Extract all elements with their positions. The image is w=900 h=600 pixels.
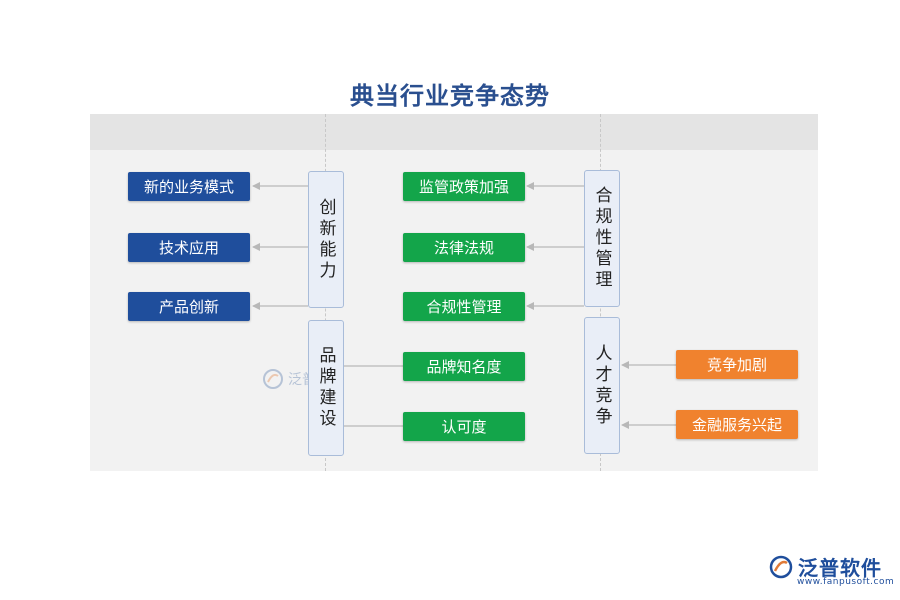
brand-name: 泛普软件: [798, 556, 882, 580]
innovation-item-business-model: 新的业务模式: [128, 172, 250, 201]
innovation-item-tech-application: 技术应用: [128, 233, 250, 262]
page-title: 典当行业竞争态势: [350, 82, 550, 110]
brand-logo-icon: [769, 555, 793, 578]
talent-item-fin-services: 金融服务兴起: [676, 410, 798, 439]
watermark-logo-icon: [263, 369, 283, 389]
talent-item-competition: 竞争加剧: [676, 350, 798, 379]
brand-item-recognition: 认可度: [403, 412, 525, 441]
compliance-item-management: 合规性管理: [403, 292, 525, 321]
brand-url: www.fanpusoft.com: [797, 577, 895, 587]
category-talent: 人才竞争: [584, 317, 620, 454]
category-innovation: 创新能力: [308, 171, 344, 308]
brand-logo: 泛普软件: [768, 552, 893, 581]
compliance-item-laws: 法律法规: [403, 233, 525, 262]
category-brand: 品牌建设: [308, 320, 344, 456]
innovation-item-product-innovation: 产品创新: [128, 292, 250, 321]
panel-header-band: [90, 114, 818, 150]
category-compliance: 合规性管理: [584, 170, 620, 307]
brand-item-awareness: 品牌知名度: [403, 352, 525, 381]
compliance-item-regulation: 监管政策加强: [403, 172, 525, 201]
